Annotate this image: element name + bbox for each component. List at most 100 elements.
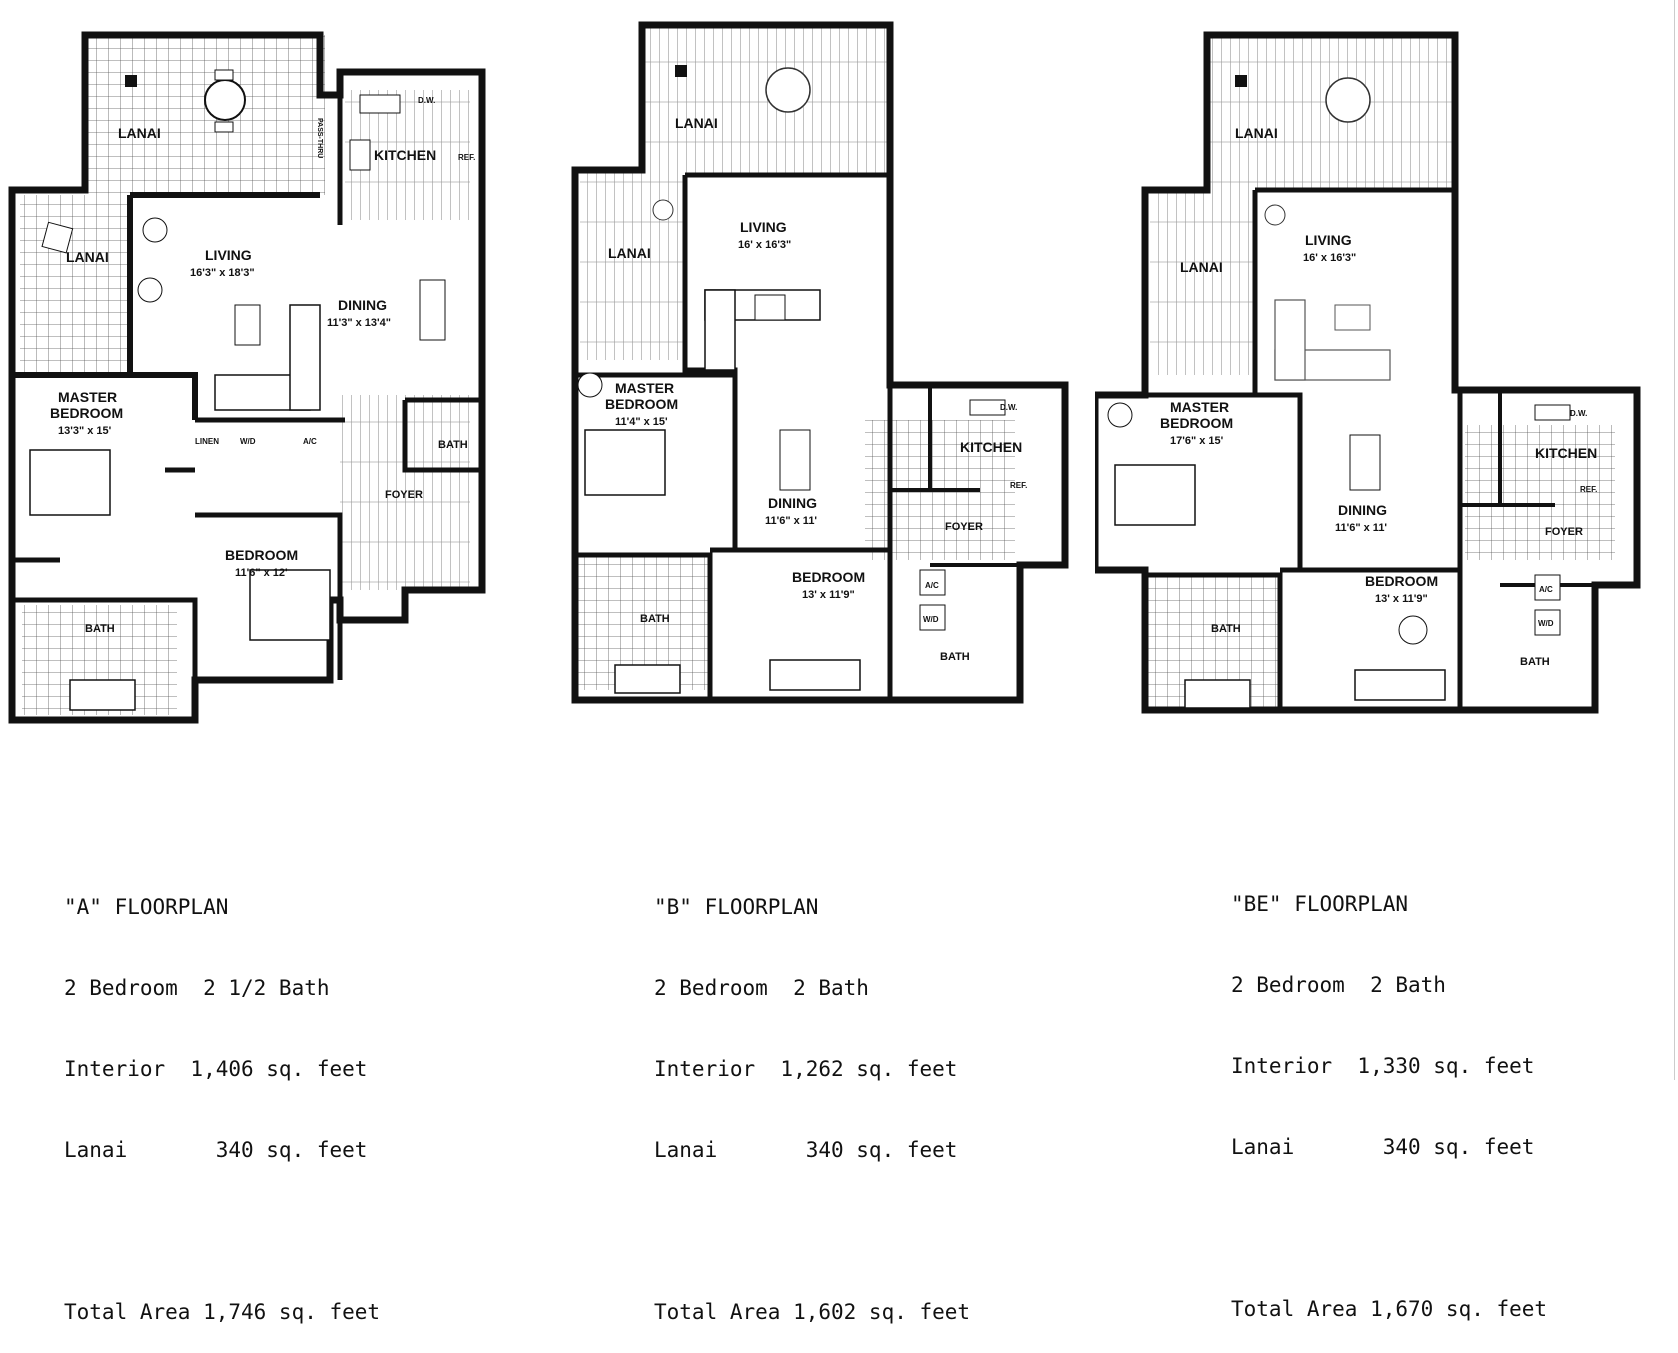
label-ac: A/C	[1539, 585, 1553, 594]
label-lanai-side: LANAI	[66, 249, 109, 265]
bed	[1114, 464, 1196, 526]
wall	[12, 372, 198, 420]
total-area: Total Area 1,746 sq. feet	[64, 1300, 381, 1324]
label-living: LIVING	[1305, 232, 1352, 248]
chair	[214, 121, 234, 133]
wall	[12, 597, 198, 720]
bathtub	[1184, 679, 1251, 709]
lanai-table	[765, 67, 811, 113]
label-master-dim: 13'3" x 15'	[58, 425, 112, 437]
info-block-a: "A" FLOORPLAN 2 Bedroom 2 1/2 Bath Inter…	[64, 840, 380, 1353]
washer-dryer	[1534, 609, 1561, 636]
dining-table	[779, 429, 811, 491]
wall	[195, 512, 343, 680]
wall	[575, 372, 738, 550]
total-area: Total Area 1,670 sq. feet	[1231, 1297, 1548, 1321]
floorplan-be: LANAI LANAI LIVING 16' x 16'3" DINING 11…	[1095, 0, 1655, 730]
label-dining-dim: 11'3" x 13'4"	[327, 317, 391, 329]
bathtub	[69, 679, 136, 711]
label-dw: D.W.	[1570, 409, 1587, 418]
bed	[584, 429, 666, 496]
coffee-table	[1334, 304, 1371, 331]
label-ref: REF.	[1010, 481, 1027, 490]
sofa	[1274, 299, 1306, 381]
label-kitchen: KITCHEN	[1535, 445, 1597, 461]
lanai-side-floor	[580, 170, 685, 360]
label-master-dim: 11'4" x 15'	[615, 416, 668, 428]
label-linen: LINEN	[195, 437, 219, 446]
label-bath-2: BATH	[940, 651, 970, 663]
label-dining: DINING	[768, 495, 817, 511]
label-bath-2: BATH	[438, 439, 468, 451]
label-bath-1: BATH	[85, 623, 115, 635]
lanai-side-floor	[1150, 190, 1255, 375]
label-bath-2: BATH	[1520, 656, 1550, 668]
bed	[29, 449, 111, 516]
info-block-be: "BE" FLOORPLAN 2 Bedroom 2 Bath Interior…	[1231, 837, 1547, 1350]
plan-title: "BE" FLOORPLAN	[1231, 892, 1409, 916]
label-dw: D.W.	[1000, 403, 1017, 412]
wall	[890, 385, 980, 492]
plant	[1264, 204, 1286, 226]
label-lanai-top: LANAI	[675, 115, 718, 131]
floorplan-a-drawing: LANAI LANAI LIVING 16'3" x 18'3" DINING …	[8, 31, 486, 724]
sink	[359, 94, 401, 114]
lanai-floor	[645, 25, 890, 175]
label-bedroom: BEDROOM	[225, 547, 298, 563]
label-living-dim: 16' x 16'3"	[1303, 252, 1356, 264]
label-lanai-top: LANAI	[118, 125, 161, 141]
wall	[1105, 392, 1303, 570]
chair	[1107, 402, 1133, 428]
label-bedroom: BEDROOM	[792, 569, 865, 585]
column	[675, 65, 687, 77]
lanai-area: Lanai 340 sq. feet	[654, 1138, 958, 1162]
label-dining: DINING	[1338, 502, 1387, 518]
label-bath-1: BATH	[640, 613, 670, 625]
label-foyer: FOYER	[1545, 526, 1583, 538]
label-lanai-side: LANAI	[608, 245, 651, 261]
label-wd: W/D	[240, 437, 256, 446]
dining-table	[1349, 434, 1381, 491]
label-bedroom-dim: 13' x 11'9"	[1375, 593, 1428, 605]
label-dw: D.W.	[418, 96, 435, 105]
sofa	[289, 304, 321, 411]
label-master-2: BEDROOM	[1160, 415, 1233, 431]
range	[349, 139, 371, 171]
bed-bath: 2 Bedroom 2 Bath	[654, 976, 869, 1000]
coffee-table	[234, 304, 261, 346]
sofa	[704, 289, 736, 371]
label-dining-dim: 11'6" x 11'	[1335, 522, 1387, 534]
label-ref: REF.	[1580, 485, 1597, 494]
floorplan-a: LANAI LANAI LIVING 16'3" x 18'3" DINING …	[0, 0, 500, 740]
lanai-area: Lanai 340 sq. feet	[64, 1138, 368, 1162]
bathtub	[614, 664, 681, 694]
interior-area: Interior 1,262 sq. feet	[654, 1057, 958, 1081]
label-bedroom-dim: 13' x 11'9"	[802, 589, 855, 601]
bed	[1354, 669, 1446, 701]
kitchen-foyer-floor	[1465, 425, 1615, 560]
label-living: LIVING	[740, 219, 787, 235]
lanai-table	[204, 79, 246, 121]
sink	[1534, 404, 1571, 421]
washer-dryer	[919, 604, 946, 631]
total-area: Total Area 1,602 sq. feet	[654, 1300, 971, 1324]
coffee-table	[754, 294, 786, 321]
label-master-dim: 17'6" x 15'	[1170, 435, 1224, 447]
interior-area: Interior 1,330 sq. feet	[1231, 1054, 1535, 1078]
floorplan-b: LANAI LANAI LIVING 16' x 16'3" DINING 11…	[560, 0, 1080, 720]
label-wd: W/D	[1538, 619, 1554, 628]
label-bath-1: BATH	[1211, 623, 1241, 635]
table	[1398, 615, 1428, 645]
label-master-2: BEDROOM	[50, 405, 123, 421]
label-ref: REF.	[458, 153, 475, 162]
wall	[1145, 572, 1283, 710]
interior-area: Interior 1,406 sq. feet	[64, 1057, 368, 1081]
lounge-chair	[41, 221, 74, 254]
lanai-table	[1325, 77, 1371, 123]
label-living-dim: 16'3" x 18'3"	[190, 267, 255, 279]
label-bedroom-dim: 11'6" x 12'	[235, 567, 288, 579]
label-ac: A/C	[303, 437, 317, 446]
chair	[142, 217, 168, 243]
label-lanai-side: LANAI	[1180, 259, 1223, 275]
label-master: MASTER	[1170, 399, 1229, 415]
